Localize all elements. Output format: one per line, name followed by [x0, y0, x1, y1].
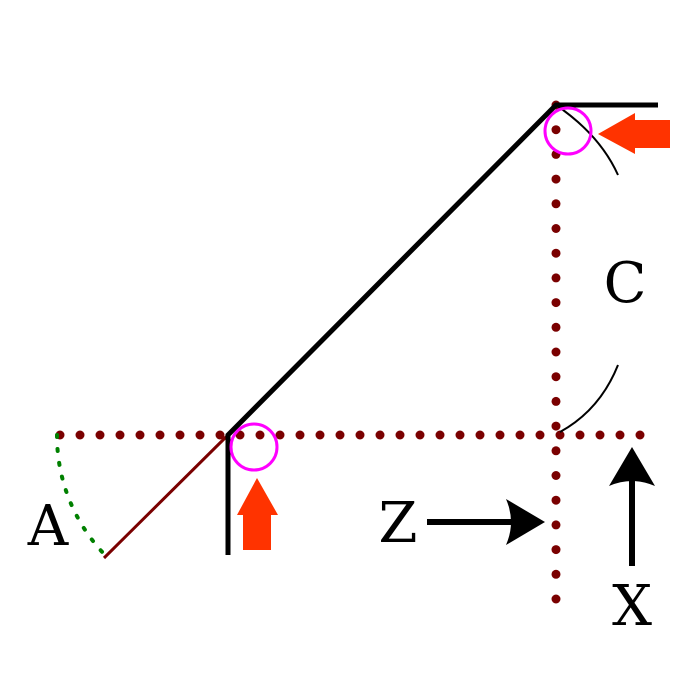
reference-dot — [75, 430, 85, 440]
reference-dot — [195, 430, 205, 440]
lower-highlight-circle — [229, 422, 279, 472]
reference-dot — [275, 430, 285, 440]
reference-dot — [635, 430, 645, 440]
reference-dot — [551, 347, 561, 357]
up-indicator-arrow — [237, 478, 278, 550]
reference-dot — [135, 430, 145, 440]
reference-dot — [415, 430, 425, 440]
reference-dot — [551, 174, 561, 184]
reference-dot — [535, 430, 545, 440]
label-z: Z — [379, 491, 418, 556]
extension-line — [102, 433, 230, 560]
reference-dot — [551, 248, 561, 258]
left-indicator-arrow — [598, 113, 670, 154]
x-arrow — [609, 447, 655, 566]
reference-dot — [551, 322, 561, 332]
upper-highlight-circle — [543, 106, 593, 156]
reference-dot — [551, 125, 561, 135]
reference-dot — [551, 273, 561, 283]
reference-dot — [215, 430, 225, 440]
reference-dot — [551, 372, 561, 382]
reference-dot — [515, 430, 525, 440]
reference-dot — [375, 430, 385, 440]
reference-dot — [155, 430, 165, 440]
reference-dot — [455, 430, 465, 440]
reference-dot — [395, 430, 405, 440]
reference-dot — [315, 430, 325, 440]
reference-dot — [551, 199, 561, 209]
reference-dot — [435, 430, 445, 440]
reference-dot — [551, 298, 561, 308]
angle-c-upper-arc — [555, 104, 619, 176]
reference-dot — [551, 471, 561, 480]
vertical-dotted-reference-line — [551, 100, 561, 604]
reference-dot — [595, 430, 605, 440]
reference-dot — [335, 430, 345, 440]
reference-dot — [495, 430, 505, 440]
label-a: A — [27, 494, 69, 559]
reference-dot — [551, 594, 561, 604]
reference-dot — [551, 545, 561, 555]
label-x: X — [612, 574, 652, 639]
label-c: C — [604, 251, 647, 316]
main-profile-line — [225, 102, 658, 555]
angle-a-dotted-arc — [54, 433, 108, 558]
reference-dot — [295, 430, 305, 440]
reference-dot — [555, 430, 565, 440]
reference-dot — [551, 520, 561, 530]
reference-dot — [615, 430, 625, 440]
reference-dot — [551, 446, 561, 456]
reference-dot — [175, 430, 185, 440]
reference-dot — [95, 430, 105, 440]
angle-c-lower-arc — [559, 364, 619, 433]
reference-dot — [475, 430, 485, 440]
reference-dot — [551, 421, 561, 431]
z-arrow — [427, 499, 545, 545]
reference-dot — [255, 430, 265, 440]
reference-dot — [575, 430, 585, 440]
reference-dot — [551, 495, 561, 505]
reference-dot — [355, 430, 365, 440]
horizontal-dotted-reference-line — [55, 430, 645, 440]
reference-dot — [551, 396, 561, 406]
reference-dot — [115, 430, 125, 440]
reference-dot — [551, 224, 561, 233]
reference-dot — [551, 569, 561, 579]
